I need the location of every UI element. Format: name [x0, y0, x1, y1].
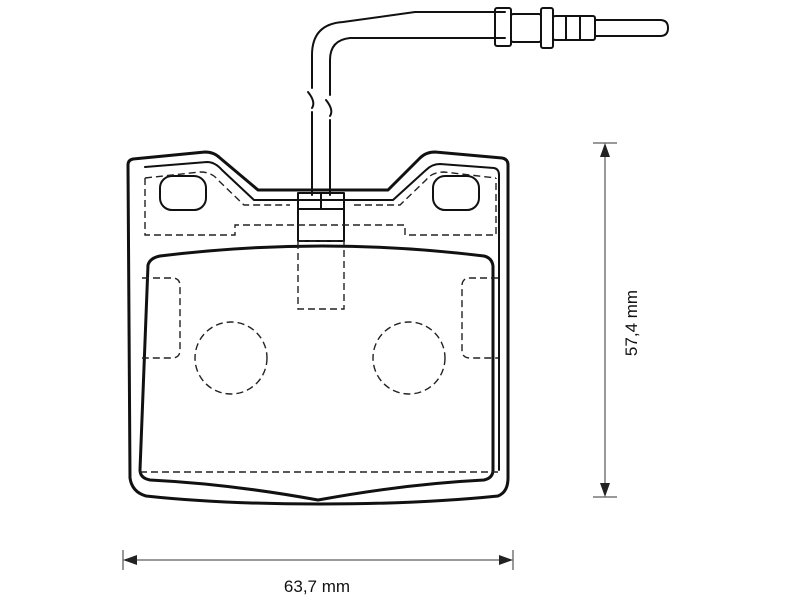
- width-dimension-label: 63,7 mm: [284, 577, 350, 596]
- sensor-connector: [494, 7, 669, 49]
- backing-plate-outline: [126, 150, 510, 506]
- width-dimension: 63,7 mm: [122, 550, 514, 596]
- hidden-lines: [140, 171, 498, 473]
- inner-plate-line: [144, 161, 500, 471]
- wear-sensor-wire: [307, 11, 506, 196]
- friction-material-outline: [138, 244, 495, 502]
- right-mounting-hole: [432, 175, 480, 211]
- height-dimension-label: 57,4 mm: [622, 290, 641, 356]
- height-dimension: 57,4 mm: [593, 142, 641, 498]
- left-mounting-hole: [159, 175, 207, 211]
